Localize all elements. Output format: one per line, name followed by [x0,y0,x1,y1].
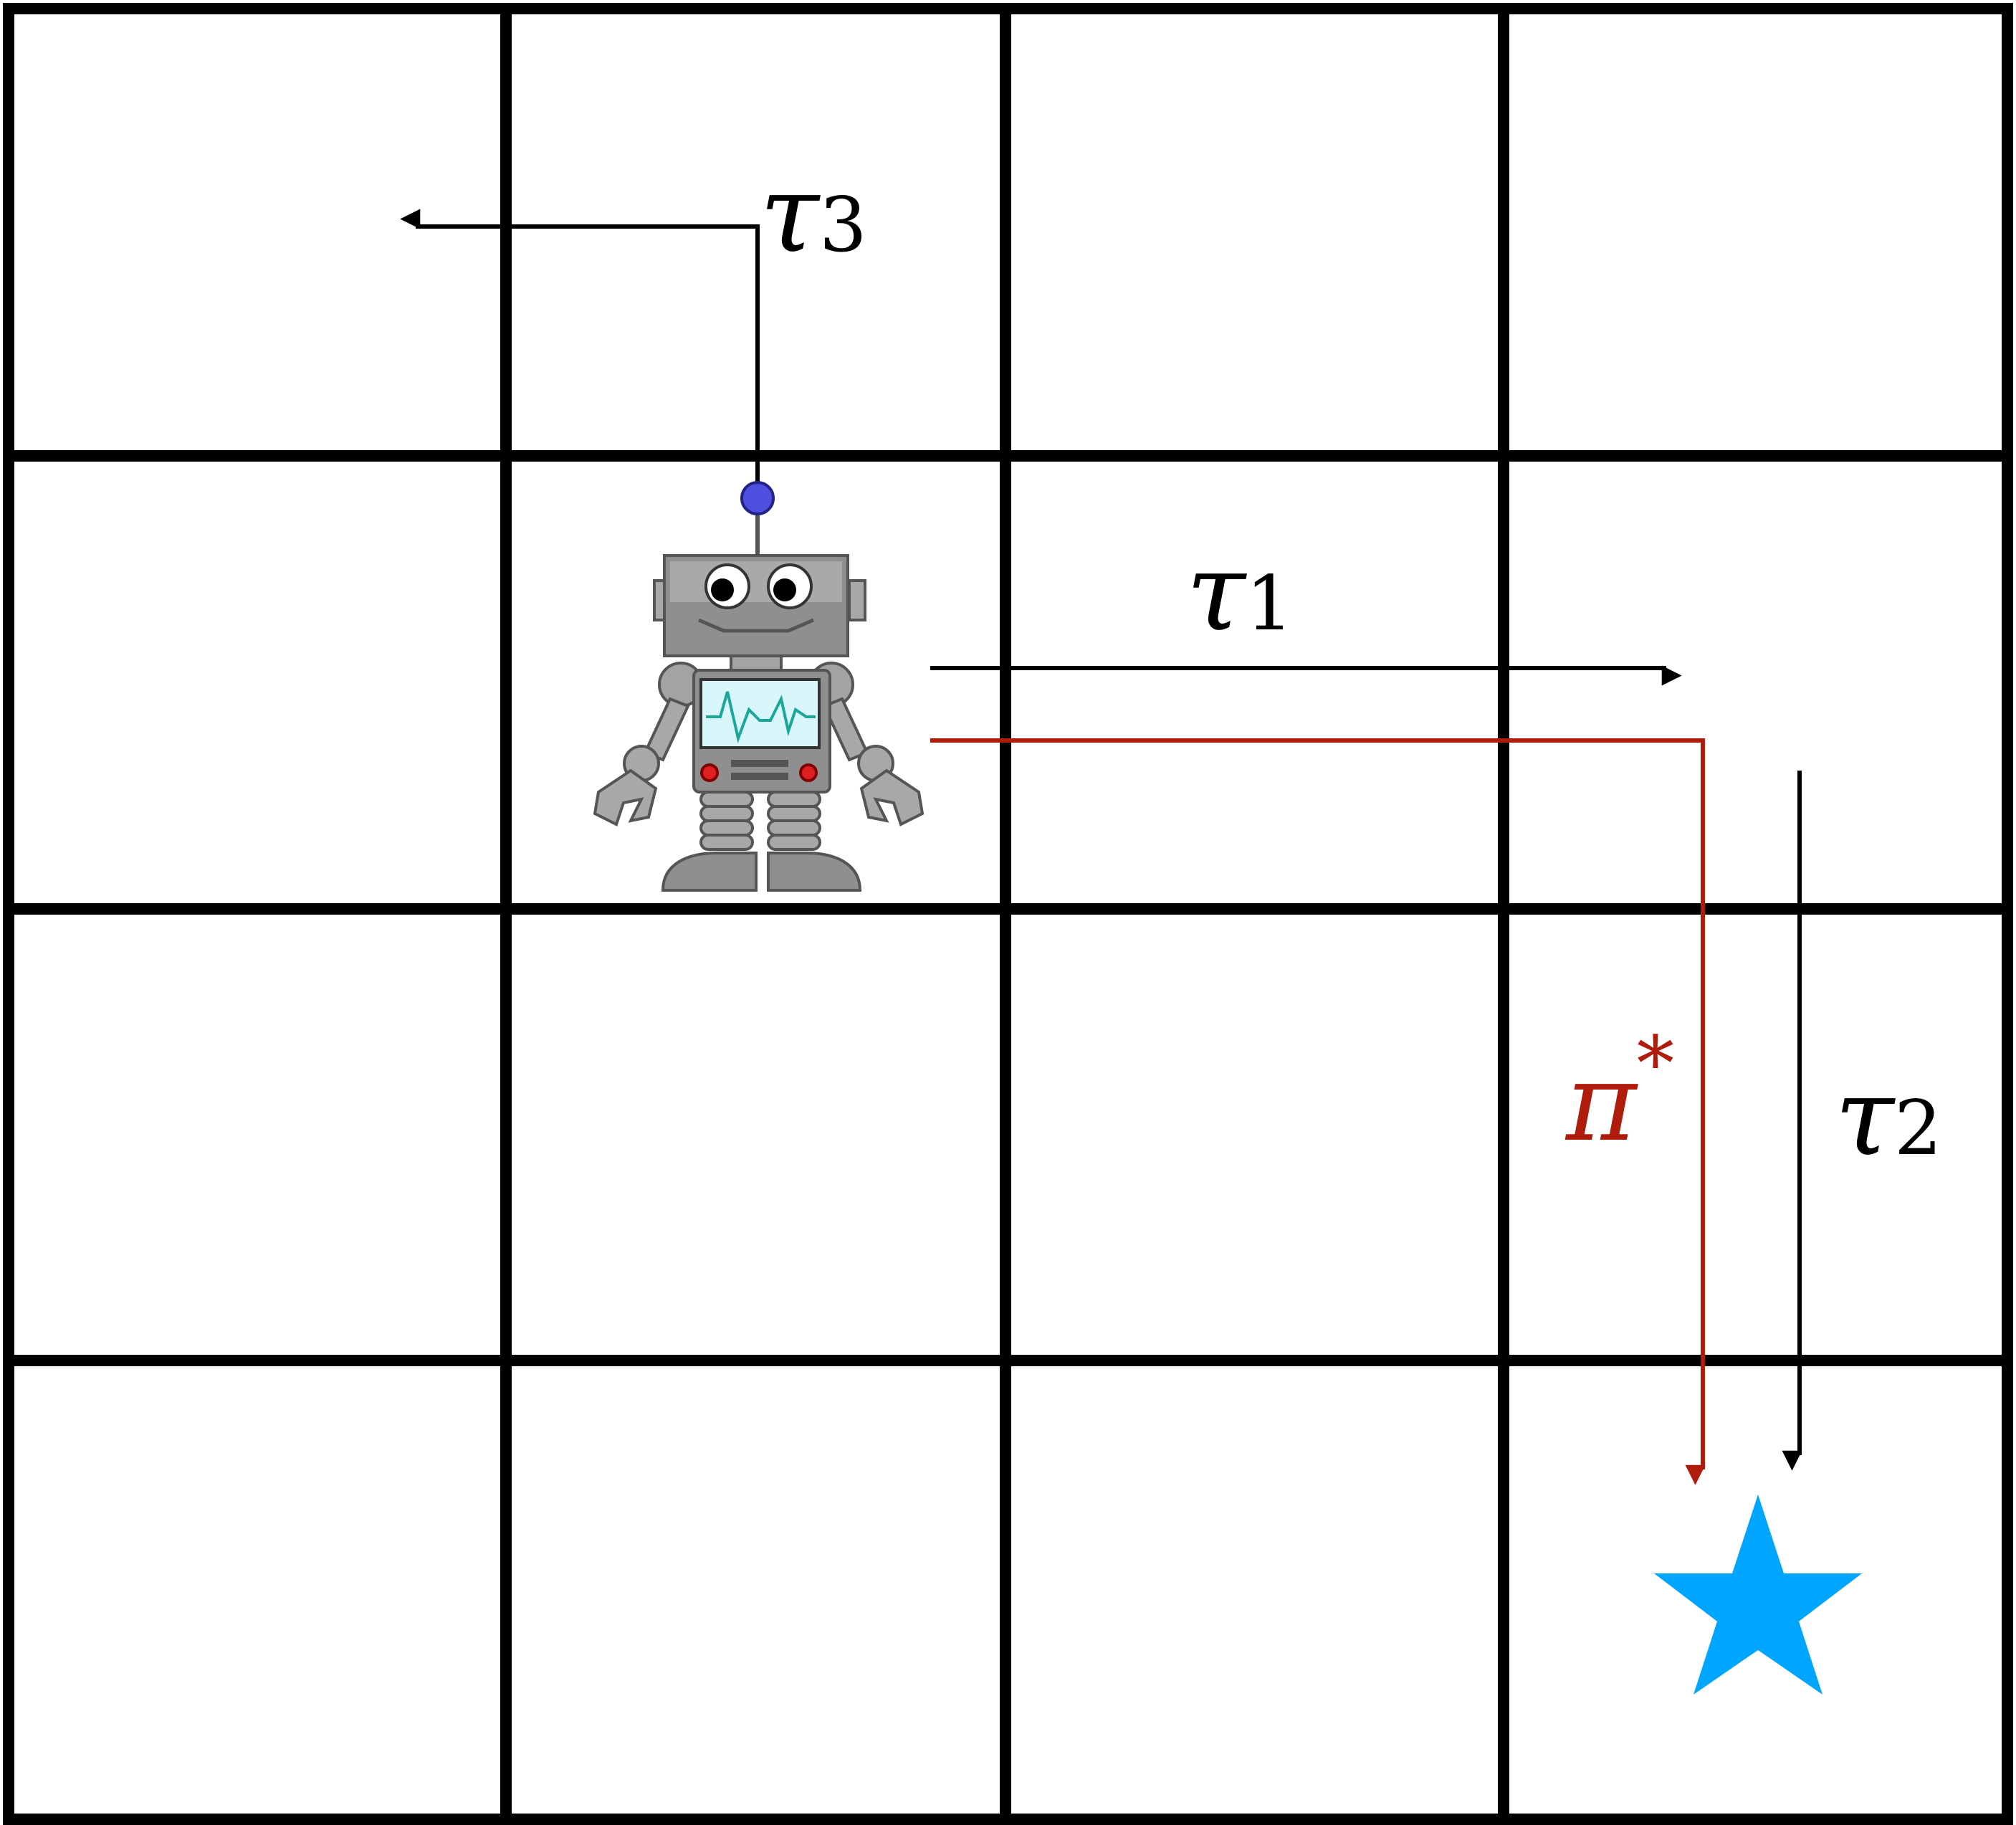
optimal-path-arrow [930,738,1706,1485]
robot-antenna-bulb [740,481,775,515]
optimal-path: π* [930,738,1706,1485]
star-icon [1654,1495,1862,1695]
optimal-path-label: π* [1564,1020,1674,1166]
grid [3,3,2013,1825]
robot-icon [593,481,925,892]
tau2-label: τ2 [1835,1055,1942,1180]
trajectory-tau2: τ2 [1782,771,1942,1471]
tau3-label: τ3 [760,152,867,277]
tau3-arrow [400,209,760,487]
trajectory-tau3: τ3 [400,152,867,487]
tau1-label: τ1 [1186,530,1294,655]
trajectory-tau1: τ1 [930,530,1682,686]
